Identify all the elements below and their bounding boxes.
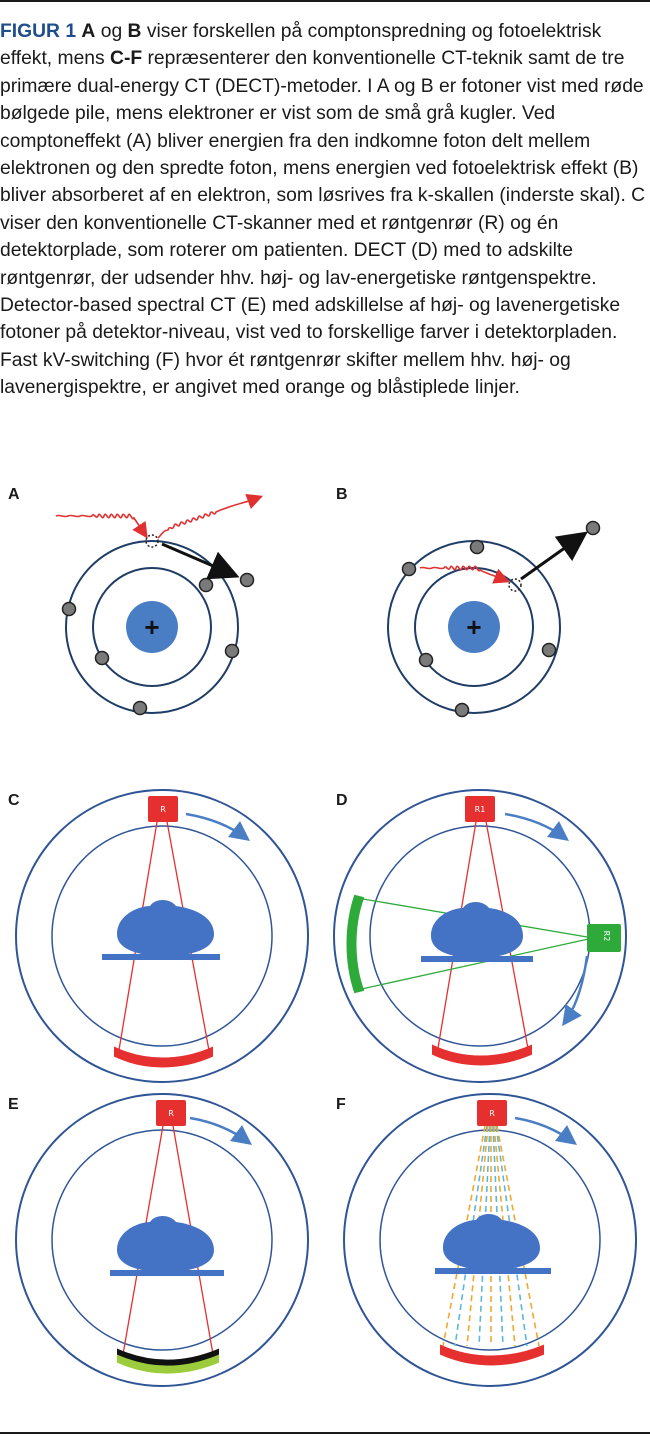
caption-bold-ref: A xyxy=(81,21,96,42)
xray-tube-1-label: R1 xyxy=(475,805,486,814)
nucleus-plus: + xyxy=(144,612,159,642)
patient-body xyxy=(443,1214,540,1270)
rotation-arrow xyxy=(185,812,251,841)
caption-text: og xyxy=(95,21,128,42)
incoming-photon xyxy=(55,513,148,539)
panel-label-a: A xyxy=(8,486,20,503)
gantry-outer xyxy=(15,1093,309,1387)
electron-path-arrow xyxy=(161,542,240,580)
inner-orbit xyxy=(92,567,212,687)
panel-d-dual-source-ct: R1 R2 xyxy=(333,789,627,1083)
patient-body xyxy=(117,900,214,956)
patient-body xyxy=(431,902,523,958)
detector xyxy=(114,1046,213,1068)
panel-label-d: D xyxy=(336,792,348,809)
outer-orbit xyxy=(65,540,239,714)
panel-f-fast-kv-switching: R xyxy=(343,1093,637,1387)
xray-tube-2-label: R2 xyxy=(602,931,611,942)
electron xyxy=(132,700,148,716)
nucleus xyxy=(126,601,178,653)
xray-tube-2 xyxy=(587,924,621,952)
panel-c-conventional-ct: R xyxy=(15,789,309,1083)
gantry-inner xyxy=(51,825,273,1047)
incoming-photon xyxy=(419,565,510,584)
electron xyxy=(224,643,240,659)
electron xyxy=(418,652,434,668)
panel-e-detector-based-spectral-ct: R xyxy=(15,1093,309,1387)
xray-tube-label: R xyxy=(489,1109,495,1118)
rotation-arrow xyxy=(514,1116,578,1145)
electron-path-arrow xyxy=(520,531,588,581)
detector-low-energy-layer xyxy=(117,1354,219,1374)
xray-tube-label: R xyxy=(160,805,166,814)
rotation-arrow xyxy=(189,1116,253,1145)
rotation-arrow xyxy=(504,812,570,841)
patient-table xyxy=(435,1268,551,1274)
gantry-outer xyxy=(343,1093,637,1387)
panel-label-b: B xyxy=(336,486,348,503)
panel-label-e: E xyxy=(8,1096,19,1113)
caption-bold-ref: C-F xyxy=(110,48,143,70)
caption-bold-ref: B xyxy=(127,21,142,42)
electron xyxy=(61,601,77,617)
bottom-rule xyxy=(0,1432,650,1434)
electron xyxy=(541,642,557,658)
panel-label-f: F xyxy=(336,1096,346,1113)
nucleus-plus: + xyxy=(466,612,481,642)
vacancy xyxy=(508,578,522,592)
figure-caption: FIGUR 1 A og B viser forskellen på compt… xyxy=(0,18,650,402)
rotation-arrow xyxy=(562,955,589,1027)
patient-table xyxy=(110,1270,224,1276)
scattered-photon xyxy=(157,494,263,539)
xray-tube xyxy=(477,1100,507,1126)
second-beam-bottom xyxy=(356,937,594,991)
electron xyxy=(469,539,485,555)
ejected-electron xyxy=(585,520,601,536)
top-rule xyxy=(0,0,650,2)
second-detector xyxy=(346,894,365,994)
electron xyxy=(454,702,470,718)
vacancy xyxy=(145,534,159,548)
xray-tube xyxy=(156,1100,186,1126)
nucleus xyxy=(448,601,500,653)
panel-label-c: C xyxy=(8,792,20,809)
gantry-outer xyxy=(333,789,627,1083)
xray-tube-label: R xyxy=(168,1109,174,1118)
panel-a-compton-diagram: + xyxy=(55,494,263,716)
xray-tube xyxy=(148,796,178,822)
patient-table xyxy=(102,954,220,960)
panel-b-photoelectric-diagram: + xyxy=(387,520,601,718)
patient-body xyxy=(117,1216,214,1272)
ejected-electron xyxy=(239,572,255,588)
xray-tube-1 xyxy=(465,796,495,822)
electron xyxy=(401,561,417,577)
detector xyxy=(432,1044,532,1066)
caption-text: viser forskellen på comptonspredning og … xyxy=(0,21,602,70)
electron xyxy=(198,577,214,593)
figure-label: FIGUR 1 xyxy=(0,21,77,42)
gantry-outer xyxy=(15,789,309,1083)
electron xyxy=(94,650,110,666)
detector xyxy=(440,1344,544,1366)
patient-table xyxy=(421,956,533,962)
caption-text: repræsenterer den konventionelle CT-tekn… xyxy=(0,48,646,399)
